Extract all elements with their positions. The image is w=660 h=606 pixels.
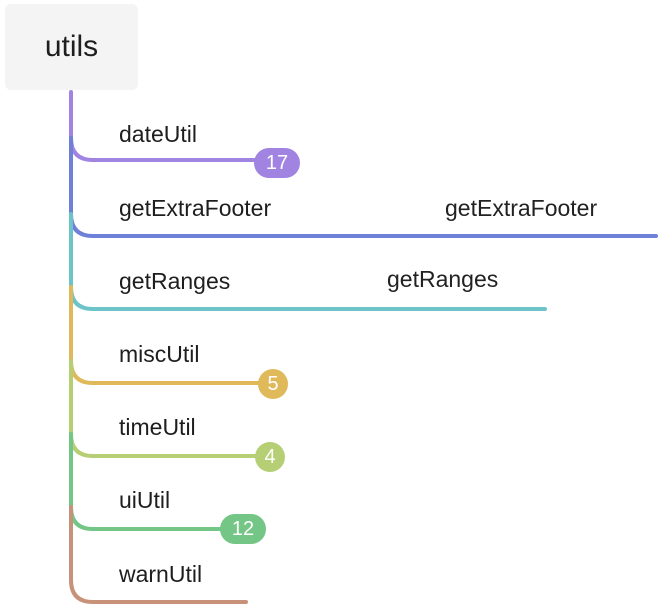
collapsed-count-badge-uiUtil[interactable]: 12 <box>220 514 266 544</box>
node-getExtraFooter[interactable]: getExtraFooter <box>119 195 272 221</box>
node-timeUtil[interactable]: timeUtil <box>119 414 196 440</box>
root-node-label: utils <box>44 30 99 63</box>
collapsed-count-badge-dateUtil[interactable]: 17 <box>254 148 300 178</box>
node-uiUtil[interactable]: uiUtil <box>119 487 171 513</box>
branch-line-uiUtil <box>69 432 224 531</box>
branch-line-miscUtil <box>69 285 264 385</box>
collapsed-count-badge-miscUtil[interactable]: 5 <box>258 369 288 399</box>
node-getRanges[interactable]: getRanges <box>119 268 231 294</box>
branch-line-timeUtil <box>69 359 260 458</box>
collapsed-count-badge-timeUtil[interactable]: 4 <box>255 442 285 472</box>
child-node-getExtraFooter[interactable]: getExtraFooter <box>445 195 598 221</box>
node-warnUtil[interactable]: warnUtil <box>119 561 203 587</box>
child-node-getRanges[interactable]: getRanges <box>387 266 499 292</box>
branch-line-getExtraFooter <box>69 136 658 238</box>
node-dateUtil[interactable]: dateUtil <box>119 121 197 147</box>
node-miscUtil[interactable]: miscUtil <box>119 341 200 367</box>
root-node-utils[interactable]: utils <box>5 4 138 90</box>
branch-line-getRanges <box>69 212 547 311</box>
branch-line-warnUtil <box>69 505 248 604</box>
